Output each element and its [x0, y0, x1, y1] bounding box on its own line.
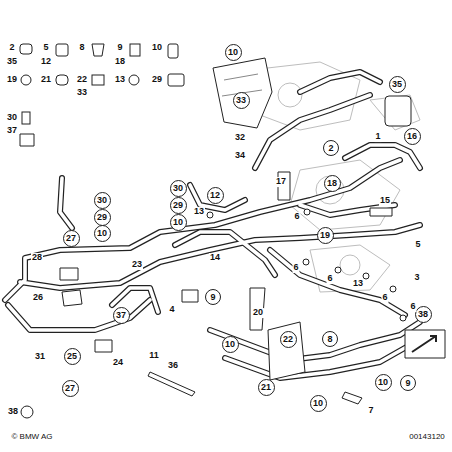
callout-number: 29 — [97, 213, 107, 222]
callout-number: 8 — [78, 43, 85, 53]
callout-number: 35 — [6, 57, 18, 67]
callout-number: 34 — [234, 151, 246, 161]
callout-number: 15 — [379, 196, 391, 206]
callout-circle: 38 — [415, 306, 432, 323]
callout-number: 17 — [275, 177, 287, 187]
callout-circle: 16 — [404, 128, 421, 145]
callout-circle: 25 — [64, 348, 81, 365]
callout-number: 22 — [76, 75, 88, 85]
callout-number: 29 — [173, 201, 183, 210]
callout-number: 37 — [116, 311, 126, 320]
callout-number: 6 — [293, 212, 300, 222]
credit-text: © BMW AG — [10, 433, 53, 442]
callout-circle: 10 — [94, 225, 111, 242]
callout-number: 27 — [65, 384, 75, 393]
callout-number: 38 — [7, 407, 19, 417]
callout-number: 16 — [407, 132, 417, 141]
callout-number: 32 — [234, 133, 246, 143]
callout-number: 18 — [327, 179, 337, 188]
callout-number: 5 — [414, 240, 421, 250]
callout-number: 14 — [209, 253, 221, 263]
callout-number: 8 — [327, 335, 332, 344]
callout-circle: 9 — [400, 375, 416, 391]
callout-number: 29 — [151, 75, 163, 85]
callout-circle: 18 — [324, 175, 341, 192]
callout-number: 2 — [8, 43, 15, 53]
callout-circle: 22 — [280, 331, 297, 348]
callout-number: 25 — [67, 352, 77, 361]
callout-number: 6 — [381, 293, 388, 303]
callout-circle: 19 — [317, 227, 334, 244]
callout-number: 6 — [409, 302, 416, 312]
callout-circle: 2 — [323, 140, 339, 156]
callout-number: 31 — [34, 352, 46, 362]
callout-number: 38 — [418, 310, 428, 319]
callout-number: 2 — [328, 144, 333, 153]
callout-number: 28 — [31, 253, 43, 263]
callout-number: 7 — [367, 406, 374, 416]
callout-number: 9 — [116, 43, 123, 53]
callout-number: 12 — [210, 191, 220, 200]
callout-number: 27 — [66, 234, 76, 243]
callout-number: 10 — [225, 340, 235, 349]
callout-number: 10 — [173, 218, 183, 227]
callout-number: 9 — [210, 293, 215, 302]
callout-circle: 10 — [310, 395, 327, 412]
callout-number: 6 — [292, 263, 299, 273]
callout-number: 10 — [228, 48, 238, 57]
callout-number: 13 — [193, 207, 205, 217]
callout-circle: 33 — [233, 92, 250, 109]
callout-number: 30 — [173, 184, 183, 193]
credit-text: 00143120 — [408, 433, 446, 442]
callout-circle: 27 — [63, 230, 80, 247]
callout-number: 10 — [378, 378, 388, 387]
callout-circle: 21 — [258, 379, 275, 396]
callout-circle: 10 — [375, 374, 392, 391]
callout-number: 21 — [40, 75, 52, 85]
callout-number: 5 — [42, 43, 49, 53]
callout-number: 10 — [151, 43, 163, 53]
callout-circle: 30 — [170, 180, 187, 197]
callout-circle: 35 — [389, 76, 406, 93]
callout-number: 3 — [413, 273, 420, 283]
callout-number: 9 — [405, 379, 410, 388]
callout-number: 11 — [148, 351, 160, 361]
callout-number: 30 — [97, 196, 107, 205]
callout-number: 10 — [313, 399, 323, 408]
callout-number: 33 — [76, 88, 88, 98]
callout-number: 30 — [6, 113, 18, 123]
callout-circle: 29 — [94, 209, 111, 226]
callout-circle: 8 — [322, 331, 338, 347]
callout-circle: 10 — [222, 336, 239, 353]
callout-number: 37 — [6, 126, 18, 136]
callout-number: 23 — [131, 260, 143, 270]
callout-number: 19 — [320, 231, 330, 240]
callout-number: 19 — [6, 75, 18, 85]
callout-number: 4 — [168, 305, 175, 315]
callout-number: 6 — [326, 274, 333, 284]
callout-number: 21 — [261, 383, 271, 392]
callout-circle: 10 — [170, 214, 187, 231]
callout-number: 24 — [112, 358, 124, 368]
callout-number: 20 — [252, 308, 264, 318]
callout-circle: 27 — [62, 380, 79, 397]
callout-number: 35 — [392, 80, 402, 89]
callout-circle: 9 — [205, 289, 221, 305]
callout-number: 12 — [40, 57, 52, 67]
callout-circle: 12 — [207, 187, 224, 204]
callout-circle: 29 — [170, 197, 187, 214]
callout-circle: 10 — [225, 44, 242, 61]
callout-number: 26 — [32, 293, 44, 303]
callout-number: 10 — [97, 229, 107, 238]
callout-number: 1 — [374, 132, 381, 142]
callout-number: 22 — [283, 335, 293, 344]
callout-circle: 37 — [113, 307, 130, 324]
callout-number: 36 — [167, 361, 179, 371]
callout-number: 13 — [352, 279, 364, 289]
callout-circle: 30 — [94, 192, 111, 209]
callout-number: 33 — [236, 96, 246, 105]
callout-number: 18 — [114, 57, 126, 67]
callout-number: 13 — [114, 75, 126, 85]
